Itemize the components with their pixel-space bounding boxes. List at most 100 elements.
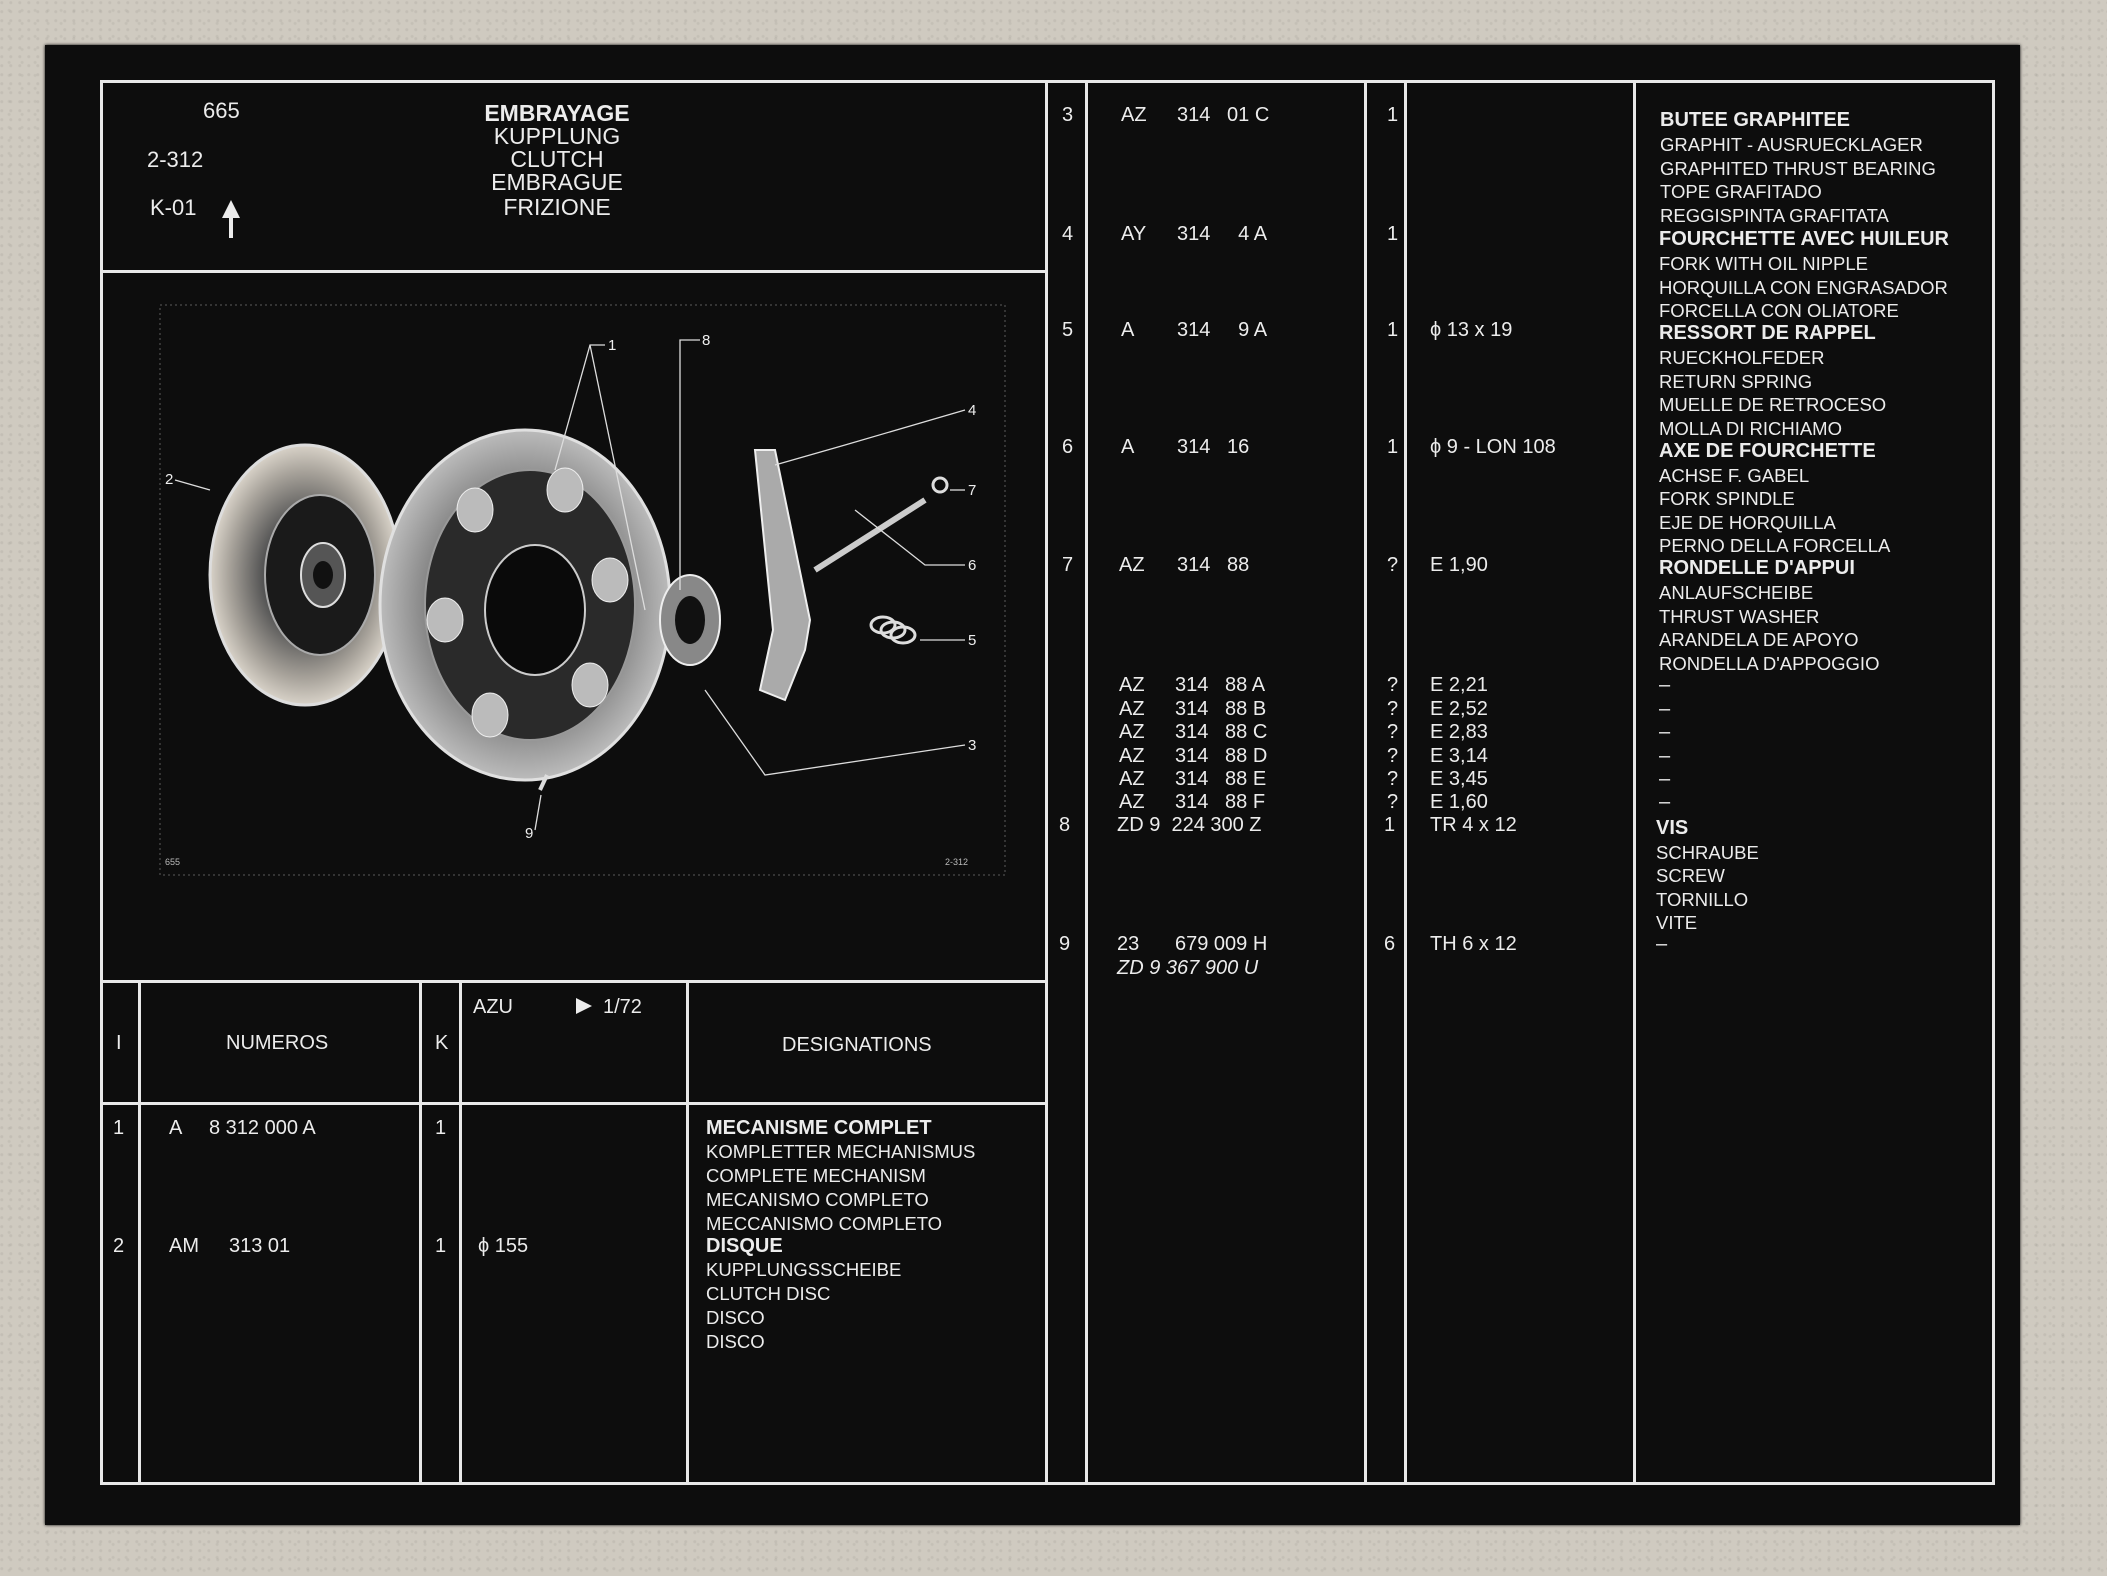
col-line-spec [686, 980, 689, 1485]
callout-2: 2 [165, 471, 173, 488]
desig-line: FORCELLA CON OLIATORE [1659, 300, 1899, 321]
variant-desig: – [1659, 674, 1671, 696]
variant-prefix: AZ [1119, 745, 1145, 767]
return-spring-part [869, 615, 917, 645]
variant-prefix: AZ [1119, 791, 1145, 813]
title-es: EMBRAGUE [491, 169, 623, 195]
desig-line: RESSORT DE RAPPEL [1659, 322, 1876, 344]
desig-line: BUTEE GRAPHITEE [1660, 109, 1851, 131]
row1-prefix: A [169, 1117, 183, 1139]
row2-prefix: AM [169, 1235, 199, 1257]
variant-spec: E 3,14 [1430, 745, 1488, 767]
desig-line: SCHRAUBE [1656, 842, 1759, 863]
desig-line: TORNILLO [1656, 889, 1749, 910]
variant-number: 314 88 B [1175, 698, 1267, 720]
desig-line: KUPPLUNGSSCHEIBE [706, 1259, 902, 1280]
variant-spec: E 2,83 [1430, 721, 1488, 743]
title-it: FRIZIONE [503, 194, 611, 220]
variant-prefix: AZ [1119, 674, 1145, 696]
col-line-numbers [419, 980, 422, 1485]
desig-line: ARANDELA DE APOYO [1659, 629, 1859, 650]
row2-spec: ϕ 155 [478, 1235, 529, 1257]
thrust-washer-part [931, 476, 949, 494]
desig-line: VITE [1656, 912, 1698, 933]
row6-spec: ϕ 9 - LON 108 [1430, 436, 1556, 458]
row7-prefix: AZ [1119, 554, 1145, 576]
row3-number: 314 01 C [1177, 104, 1270, 126]
row1-item: 1 [113, 1117, 125, 1139]
desig-line: ACHSE F. GABEL [1659, 465, 1810, 486]
row5-spec: ϕ 13 x 19 [1430, 319, 1513, 341]
thrust-bearing-part [659, 574, 721, 666]
variant-spec: E 2,21 [1430, 674, 1488, 696]
desig-line: REGGISPINTA GRAFITATA [1660, 205, 1889, 226]
divider-figure [100, 980, 1046, 983]
desig-line: MECANISMO COMPLETO [706, 1189, 929, 1210]
variant-number: 314 88 C [1175, 721, 1268, 743]
callout-9: 9 [525, 825, 533, 842]
divider-table-head [100, 1102, 1046, 1105]
row7-qty: ? [1387, 554, 1399, 576]
col-line-k [459, 980, 462, 1485]
desig-line: FOURCHETTE AVEC HUILEUR [1659, 228, 1949, 250]
variant-qty: ? [1387, 768, 1399, 790]
row3-item: 3 [1062, 104, 1074, 126]
variant-desig: – [1659, 745, 1671, 767]
callout-3: 3 [968, 737, 976, 754]
variant-qty: ? [1387, 791, 1399, 813]
ref-code: K-01 [150, 195, 197, 220]
row8-qty: 1 [1384, 814, 1396, 836]
row9-qty: 6 [1384, 933, 1396, 955]
callout-5: 5 [968, 632, 976, 649]
row4-qty: 1 [1387, 223, 1399, 245]
desig-line: RONDELLA D'APPOGGIO [1659, 653, 1880, 674]
desig-line: DISQUE [706, 1235, 783, 1257]
desig-line: RUECKHOLFEDER [1659, 347, 1825, 368]
row7-spec: E 1,90 [1430, 554, 1488, 576]
desig-line: FORK SPINDLE [1659, 488, 1795, 509]
variant-prefix: AZ [1119, 768, 1145, 790]
desig-line: CLUTCH DISC [706, 1283, 831, 1304]
callout-6: 6 [968, 557, 976, 574]
microfiche-slide [45, 45, 2020, 1525]
page-number: 665 [203, 98, 240, 123]
row6-number: 314 16 [1177, 436, 1250, 458]
desig-line: MOLLA DI RICHIAMO [1659, 418, 1842, 439]
variant-desig: – [1659, 721, 1671, 743]
divider-header [100, 270, 1046, 273]
row8-item: 8 [1059, 814, 1071, 836]
play-arrow-icon [576, 998, 592, 1014]
row9-prefix: 23 [1117, 933, 1140, 955]
desig-line: EJE DE HORQUILLA [1659, 512, 1836, 533]
row9-alt-number: ZD 9 367 900 U [1117, 957, 1259, 979]
row7-item: 7 [1062, 554, 1074, 576]
desig-line: RONDELLE D'APPUI [1659, 557, 1855, 579]
row1-qty: 1 [435, 1117, 447, 1139]
row6-qty: 1 [1387, 436, 1399, 458]
desig-line: GRAPHIT - AUSRUECKLAGER [1660, 134, 1923, 155]
variant-number: 314 88 A [1175, 674, 1266, 696]
pressure-plate-part [378, 428, 672, 782]
variant-desig: – [1659, 768, 1671, 790]
callout-8: 8 [702, 332, 710, 349]
variant-spec: E 3,45 [1430, 768, 1488, 790]
row8-spec: TR 4 x 12 [1430, 814, 1517, 836]
row7-number: 314 88 [1177, 554, 1250, 576]
figure-corner-left: 655 [165, 857, 180, 867]
row9-number: 679 009 H [1175, 933, 1268, 955]
figure-corner-right: 2-312 [945, 857, 968, 867]
fork-spindle-part [813, 497, 927, 573]
desig-line: COMPLETE MECHANISM [706, 1165, 926, 1186]
arrow-up-icon [222, 200, 240, 238]
variant-desig: – [1659, 791, 1671, 813]
desig-line: AXE DE FOURCHETTE [1659, 440, 1876, 462]
callout-4: 4 [968, 402, 976, 419]
row2-number: 313 01 [229, 1235, 291, 1257]
row2-qty: 1 [435, 1235, 447, 1257]
clutch-disc-part [208, 443, 402, 707]
row5-number: 314 9 A [1177, 319, 1268, 341]
col-head-numbers: NUMEROS [226, 1032, 329, 1054]
col-line-r-k [1404, 80, 1407, 1485]
row1-number: 8 312 000 A [209, 1117, 316, 1139]
col-head-item: I [116, 1032, 122, 1054]
